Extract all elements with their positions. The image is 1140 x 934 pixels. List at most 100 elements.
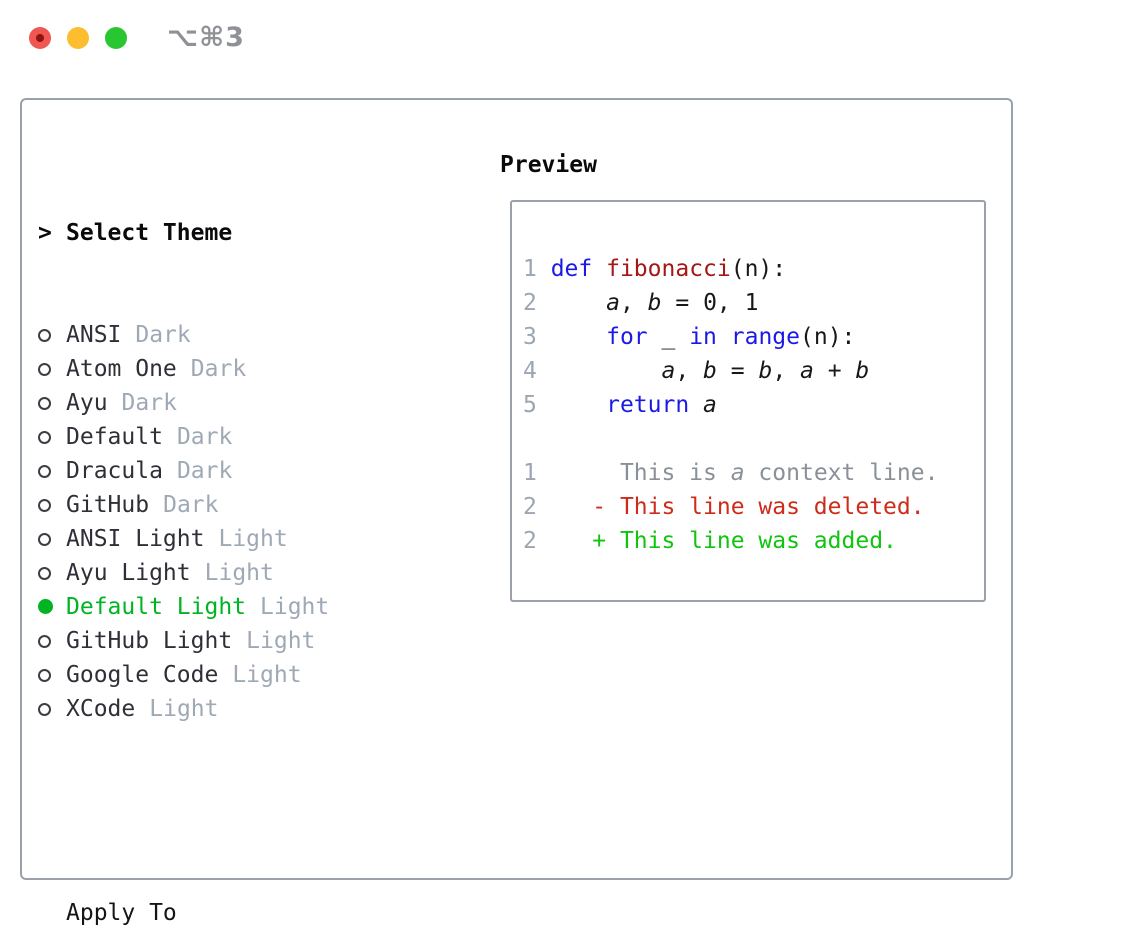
code-token: return [606,392,690,418]
radio-icon [38,386,66,420]
line-number: 5 [523,392,551,418]
code-token: + [813,358,856,384]
apply-to-header: Apply To [66,900,177,926]
item-label: Default [66,424,163,450]
code-token: (n): [730,256,787,282]
code-token: b [758,358,773,384]
code-token: This is [550,460,731,486]
item-label: Default Light [66,594,247,620]
code-token: , [772,358,801,384]
focus-caret-icon: > [38,220,52,246]
code-token: a [661,358,676,384]
theme-item[interactable]: Default Light Light [38,590,478,624]
code-line: 5 return a [523,388,984,422]
code-token: a [800,358,814,384]
theme-item[interactable]: Ayu Dark [38,386,478,420]
theme-item[interactable]: Default Dark [38,420,478,454]
code-token: _ [647,324,690,350]
line-number: 3 [523,324,551,350]
code-token: a [730,460,745,486]
code-token: context line. [744,460,939,486]
item-variant-tag: Light [232,662,302,688]
code-token [551,358,662,384]
item-variant-tag: Light [260,594,330,620]
radio-circle [38,599,53,614]
item-label: Atom One [66,356,177,382]
minimize-button[interactable] [67,27,89,49]
item-label: ANSI Light [66,526,205,552]
code-token: , [619,290,648,316]
radio-icon [38,692,66,726]
code-line: 1 def fibonacci(n): [523,252,984,286]
line-number: 1 [523,460,551,486]
close-dot-icon [36,34,44,42]
radio-icon [38,624,66,658]
radio-circle [38,533,51,546]
theme-item[interactable]: Google Code Light [38,658,478,692]
preview-title: Preview [500,152,597,178]
code-token: 0, 1 [703,290,759,316]
zoom-button[interactable] [105,27,127,49]
window-title-shortcut: ⌥⌘3 [167,22,245,53]
item-label: GitHub [66,492,150,518]
theme-item[interactable]: GitHub Light Light [38,624,478,658]
radio-circle [38,703,51,716]
radio-circle [38,397,51,410]
item-variant-tag: Light [218,526,288,552]
item-label: Ayu [66,390,108,416]
radio-icon [38,488,66,522]
code-token [689,392,703,418]
item-label: XCode [66,696,136,722]
title-bar: ⌥⌘3 [0,0,1140,76]
radio-circle [38,431,51,444]
code-token [551,324,606,350]
apply-to-header-row: Apply To [38,896,478,930]
theme-item[interactable]: ANSI Light Light [38,522,478,556]
code-token: , [675,358,704,384]
item-label: Dracula [66,458,163,484]
code-token: - This line was deleted. [550,494,925,520]
radio-selected-icon [38,590,66,624]
code-line: 4 a, b = b, a + b [523,354,984,388]
line-number: 4 [523,358,551,384]
radio-circle [38,465,51,478]
code-line: 2 - This line was deleted. [523,490,984,524]
code-token: b [855,358,870,384]
blank-line [523,422,984,456]
code-token: = [661,290,704,316]
code-line: 2 + This line was added. [523,524,984,558]
code-token [551,290,606,316]
item-variant-tag: Dark [121,390,177,416]
radio-icon [38,522,66,556]
line-number: 1 [523,256,551,282]
item-label: Google Code [66,662,219,688]
item-label: GitHub Light [66,628,233,654]
item-variant-tag: Light [204,560,274,586]
item-variant-tag: Light [246,628,316,654]
code-line: 3 for _ in range(n): [523,320,984,354]
code-token [551,392,606,418]
radio-circle [38,499,51,512]
spacer [38,794,478,828]
code-token [717,324,731,350]
code-line: 2 a, b = 0, 1 [523,286,984,320]
code-token: b [647,290,662,316]
radio-icon [38,420,66,454]
close-button[interactable] [29,27,51,49]
code-line: 1 This is a context line. [523,456,984,490]
code-token: a [703,392,717,418]
radio-circle [38,669,51,682]
item-variant-tag: Dark [135,322,191,348]
item-variant-tag: Dark [176,424,233,450]
radio-icon [38,658,66,692]
